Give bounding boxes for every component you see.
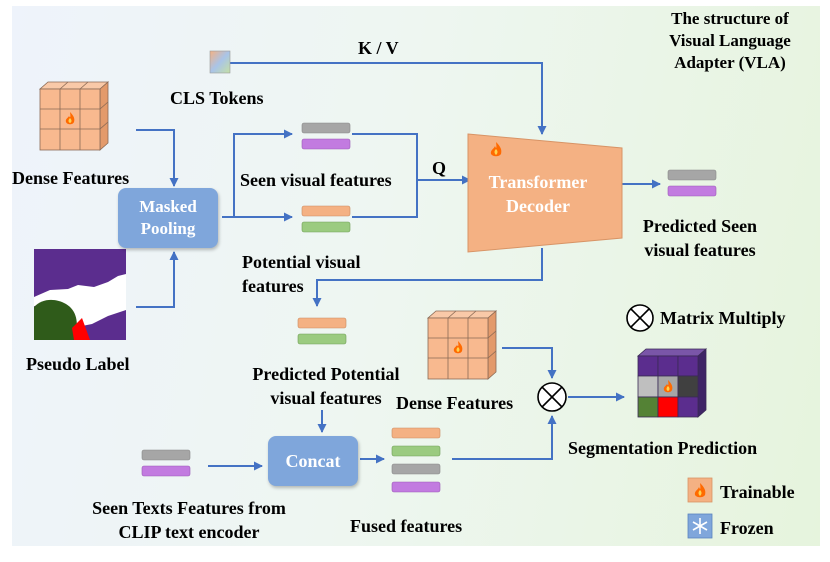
arrow-dense-to-multiply xyxy=(502,347,557,379)
legend-frozen-label: Frozen xyxy=(720,518,774,538)
fire-icon xyxy=(663,380,673,393)
arrow-label-to-pooling xyxy=(136,251,179,308)
arrow-dense-to-pooling xyxy=(136,129,179,187)
fire-icon xyxy=(65,112,75,125)
arrow-kv xyxy=(230,62,547,135)
fused-features-bars xyxy=(391,427,441,493)
transformer-decoder-label: Transformer Decoder xyxy=(488,172,588,216)
potential-visual-features-bars xyxy=(301,205,351,233)
pseudo-label-image xyxy=(34,249,126,340)
seen-texts-label: Seen Texts Features from CLIP text encod… xyxy=(92,498,286,542)
fire-icon xyxy=(453,341,463,354)
kv-label: K / V xyxy=(358,38,399,58)
transformer-decoder-shape xyxy=(467,133,623,253)
circle-times-icon xyxy=(537,382,567,412)
segmentation-prediction-label: Segmentation Prediction xyxy=(568,438,758,458)
segmentation-prediction-cube xyxy=(636,348,708,418)
diagram-title: The structure of Visual Language Adapter… xyxy=(669,9,791,72)
circle-times-icon xyxy=(626,304,654,332)
arrow-to-predicted-potential xyxy=(312,248,543,307)
predicted-seen-features-bars xyxy=(667,169,717,197)
legend-trainable-label: Trainable xyxy=(720,482,795,502)
arrow-fused-to-multiply xyxy=(452,415,557,460)
cls-token-square xyxy=(209,50,231,74)
fused-features-label: Fused features xyxy=(350,516,463,536)
seen-texts-features-bars xyxy=(141,449,191,477)
seen-visual-features-label: Seen visual features xyxy=(240,170,392,190)
predicted-potential-features-bars xyxy=(297,317,347,345)
legend-frozen-swatch xyxy=(687,513,713,539)
diagram-canvas: Masked Pooling Concat Transformer Decode… xyxy=(12,6,820,546)
diagram-graphics xyxy=(34,50,717,539)
pseudo-label-label: Pseudo Label xyxy=(26,354,130,374)
seen-visual-features-bars xyxy=(301,122,351,150)
masked-pooling-label: Masked Pooling xyxy=(139,197,197,238)
snowflake-icon xyxy=(692,518,708,534)
dense-features-top-label: Dense Features xyxy=(12,168,130,188)
matrix-multiply-label: Matrix Multiply xyxy=(660,308,786,328)
dense-features-cube-mid xyxy=(426,310,498,380)
arrow-features-merge xyxy=(352,133,418,218)
predicted-potential-label: Predicted Potential visual features xyxy=(252,364,400,408)
dense-features-cube-top xyxy=(38,81,110,151)
fire-icon xyxy=(490,142,502,157)
legend-trainable-swatch xyxy=(687,477,713,503)
predicted-seen-label: Predicted Seen visual features xyxy=(642,216,758,260)
dense-features-mid-label: Dense Features xyxy=(396,393,514,413)
concat-label: Concat xyxy=(285,450,341,471)
cls-tokens-label: CLS Tokens xyxy=(170,88,264,108)
fire-icon xyxy=(694,483,706,498)
potential-visual-features-label: Potential visual features xyxy=(242,252,361,296)
q-label: Q xyxy=(432,158,447,178)
concat-box: Concat xyxy=(268,436,358,486)
masked-pooling-box: Masked Pooling xyxy=(118,188,218,248)
